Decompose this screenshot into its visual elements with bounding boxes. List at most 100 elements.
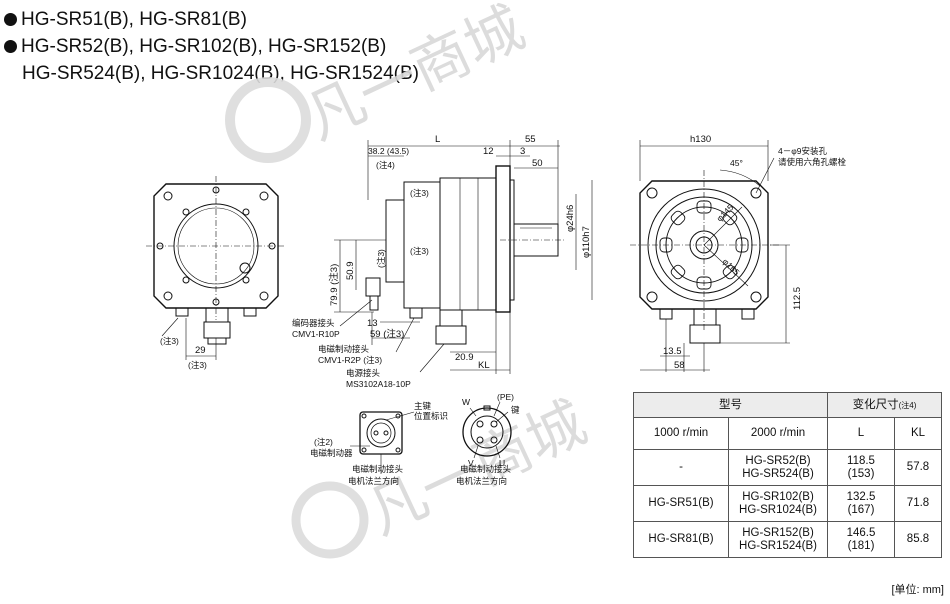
table-row: HG-SR81(B) HG-SR152(B)HG-SR1524(B) 146.5…: [633, 521, 942, 558]
cell-2000-model: HG-SR102(B)HG-SR1024(B): [728, 485, 828, 522]
left-dim-29: 29: [195, 345, 206, 356]
side-dim-50: 50: [532, 158, 543, 169]
front-dim-58: 58: [674, 360, 685, 371]
side-dim-L: L: [435, 134, 440, 145]
side-dim-12: 12: [483, 146, 494, 157]
encoder-connector-label: 编码器接头: [292, 318, 335, 328]
left-note3: (注3): [160, 336, 179, 346]
side-note3b: (注3): [410, 246, 429, 256]
cell-L-b: (153): [847, 467, 875, 480]
side-dim-509: 50.9: [345, 262, 356, 281]
key-label: 键: [511, 405, 520, 415]
side-dim-209: 20.9: [455, 352, 474, 363]
front-view: [630, 140, 790, 372]
cell-L: 132.5(167): [827, 485, 895, 522]
pin-V-label: V: [468, 458, 474, 468]
pin-U-label: U: [499, 458, 505, 468]
cell-KL: 57.8: [894, 449, 942, 486]
cell-2000-model-a: HG-SR102(B): [742, 490, 814, 503]
bullet-icon: [4, 40, 17, 53]
cell-2000-model: HG-SR152(B)HG-SR1524(B): [728, 521, 828, 558]
left-note3b: (注3): [188, 360, 207, 370]
front-dim-1125: 112.5: [792, 287, 803, 310]
power-connector-part: MS3102A18-10P: [346, 379, 411, 389]
cell-2000-model: HG-SR52(B)HG-SR524(B): [728, 449, 828, 486]
brake-label: 电磁制动器: [310, 448, 353, 458]
side-dim-110h7: φ110h7: [581, 226, 592, 258]
cell-1000-model: HG-SR51(B): [633, 485, 729, 522]
cell-KL: 71.8: [894, 485, 942, 522]
brake-connector-part: CMV1-R2P (注3): [318, 355, 382, 365]
mounting-bolt-note: 请使用六角孔螺栓: [778, 157, 847, 167]
side-dim-38: 38.2 (43.5): [368, 146, 409, 156]
main-key-label: 主键: [414, 401, 432, 411]
header-dims-text: 变化尺寸: [852, 398, 899, 411]
cell-L-b: (167): [847, 503, 875, 516]
brake-connector-detail: [350, 411, 415, 474]
unit-label: [单位: mm]: [891, 584, 944, 596]
header-model: 型号: [633, 392, 828, 418]
col-2000-rpm: 2000 r/min: [728, 417, 828, 450]
cell-2000-model-b: HG-SR524(B): [742, 467, 814, 480]
title-text-3: HG-SR524(B), HG-SR1024(B), HG-SR1524(B): [22, 63, 419, 84]
pin-PE-label: (PE): [497, 392, 514, 402]
variable-dimensions-table: 型号 变化尺寸(注4) 1000 r/min 2000 r/min L KL -…: [633, 392, 942, 558]
power-connector-detail: [462, 401, 512, 459]
table-subheader-row: 1000 r/min 2000 r/min L KL: [633, 417, 942, 450]
front-dim-h130: h130: [690, 134, 711, 145]
watermark: 凡一商城 凡一商城: [225, 0, 596, 559]
cell-2000-model-b: HG-SR1024(B): [739, 503, 817, 516]
main-key-position-label: 位置标识: [414, 411, 448, 421]
side-dim-13: 13: [367, 318, 378, 329]
cell-L: 146.5(181): [827, 521, 895, 558]
power-connector-label: 电源接头: [346, 368, 381, 378]
table-header-row: 型号 变化尺寸(注4): [633, 392, 942, 418]
cell-1000-model: -: [633, 449, 729, 486]
watermark-logo-icon: [225, 77, 311, 163]
bullet-icon: [4, 13, 17, 26]
side-dim-59: 59 (注3): [370, 328, 404, 340]
power-detail-caption-1: 电磁制动接头: [460, 464, 512, 474]
pin-W-label: W: [462, 397, 470, 407]
side-note3c: (注3): [376, 249, 386, 268]
header-dimensions: 变化尺寸(注4): [827, 392, 942, 418]
brake-detail-caption-2: 电机法兰方向: [348, 476, 399, 486]
brake-connector-label: 电磁制动接头: [318, 344, 370, 354]
side-note4: (注4): [376, 160, 395, 170]
power-detail-caption-2: 电机法兰方向: [456, 476, 507, 486]
title-line-2: HG-SR52(B), HG-SR102(B), HG-SR152(B): [4, 33, 419, 60]
table-row: HG-SR51(B) HG-SR102(B)HG-SR1024(B) 132.5…: [633, 485, 942, 522]
front-dim-135: 13.5: [663, 346, 682, 357]
side-dim-3: 3: [520, 146, 525, 157]
front-angle: 45°: [730, 158, 743, 168]
cell-KL: 85.8: [894, 521, 942, 558]
encoder-connector-part: CMV1-R10P: [292, 329, 340, 339]
title-text-1: HG-SR51(B), HG-SR81(B): [21, 9, 247, 30]
cell-L-a: 118.5: [847, 454, 875, 467]
cell-L-a: 132.5: [846, 490, 876, 503]
side-dim-55: 55: [525, 134, 536, 145]
table-row: - HG-SR52(B)HG-SR524(B) 118.5(153) 57.8: [633, 449, 942, 486]
watermark-text: 凡一商城: [295, 0, 534, 153]
cell-2000-model-b: HG-SR1524(B): [739, 539, 817, 552]
cell-L: 118.5(153): [827, 449, 895, 486]
brake-detail-caption-1: 电磁制动接头: [352, 464, 404, 474]
col-KL: KL: [894, 417, 942, 450]
left-view: [146, 176, 286, 360]
side-view: [334, 140, 593, 374]
col-L: L: [827, 417, 895, 450]
title-line-3: HG-SR524(B), HG-SR1024(B), HG-SR1524(B): [4, 60, 419, 87]
cell-L-a: 146.5: [846, 526, 876, 539]
cell-1000-model: HG-SR81(B): [633, 521, 729, 558]
side-dim-KL: KL: [478, 360, 490, 371]
side-dim-799: 79.9 (注3): [328, 264, 340, 306]
cell-2000-model-a: HG-SR152(B): [742, 526, 814, 539]
header-dims-note: (注4): [898, 400, 917, 410]
title-block: HG-SR51(B), HG-SR81(B) HG-SR52(B), HG-SR…: [4, 6, 419, 87]
brake-note2: (注2): [314, 437, 333, 447]
col-1000-rpm: 1000 r/min: [633, 417, 729, 450]
cell-L-b: (181): [847, 539, 875, 552]
cell-2000-model-a: HG-SR52(B): [745, 454, 811, 467]
title-text-2: HG-SR52(B), HG-SR102(B), HG-SR152(B): [21, 36, 387, 57]
